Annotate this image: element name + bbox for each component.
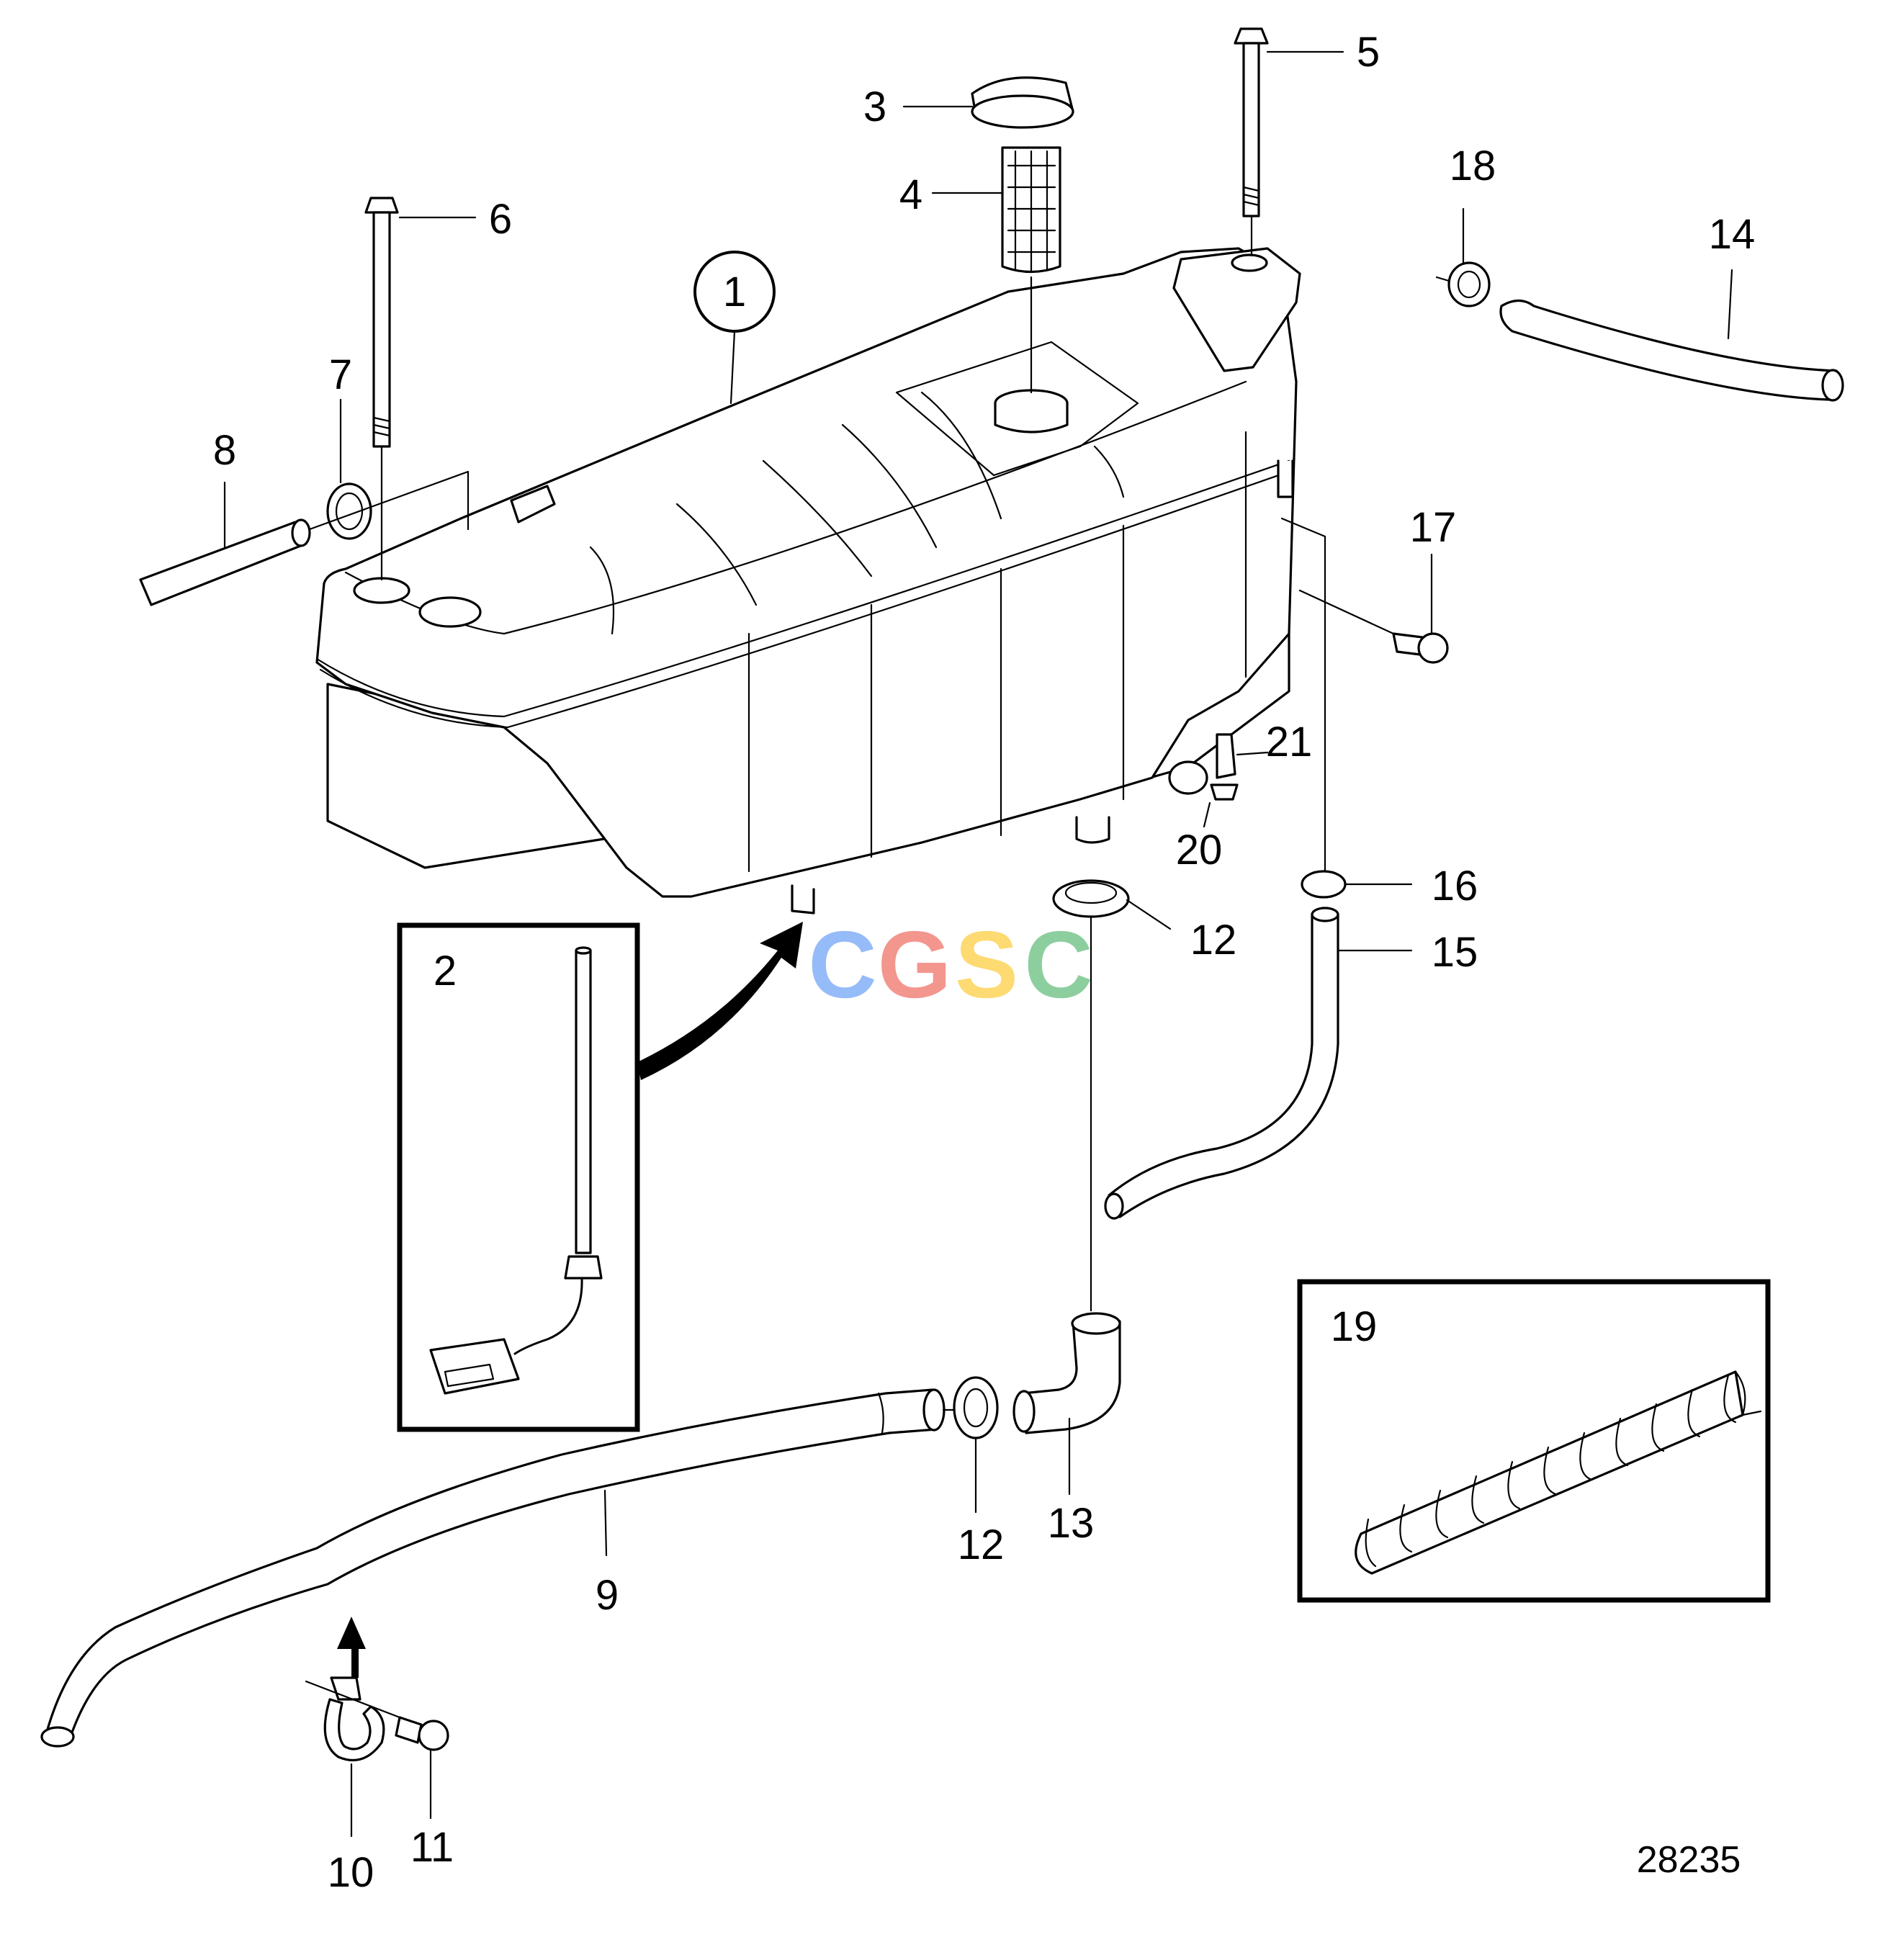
pipe-9 — [40, 1388, 946, 1748]
expansion-tank — [315, 247, 1301, 914]
inset-level-sensor — [397, 922, 803, 1432]
filler-cap — [971, 76, 1074, 129]
screw-17 — [1392, 632, 1449, 664]
label-19: 19 — [1331, 1303, 1378, 1350]
watermark-letter-s: S — [955, 912, 1018, 1017]
hose-clamp-12-upper — [1052, 879, 1130, 918]
label-4: 4 — [899, 171, 922, 218]
reference-number: 28235 — [1637, 1839, 1741, 1881]
label-3: 3 — [863, 84, 886, 130]
watermark-letter-g: G — [878, 912, 952, 1017]
label-12-upper: 12 — [1190, 917, 1237, 963]
label-21: 21 — [1266, 719, 1313, 765]
label-12-lower: 12 — [958, 1522, 1005, 1568]
label-11: 11 — [410, 1824, 454, 1871]
hose-clamp-16 — [1301, 870, 1347, 899]
label-8: 8 — [213, 427, 236, 474]
label-13: 13 — [1048, 1500, 1095, 1547]
watermark-letter-c2: C — [1024, 912, 1092, 1017]
label-10: 10 — [328, 1849, 374, 1896]
label-5: 5 — [1357, 29, 1380, 76]
bolt-5 — [1234, 27, 1269, 217]
bolt-6 — [364, 197, 399, 448]
screw-11 — [395, 1716, 449, 1751]
label-9: 9 — [596, 1572, 619, 1619]
label-20: 20 — [1176, 827, 1223, 873]
arrow-to-pipe — [337, 1617, 366, 1678]
inset-spiral-wrap — [1297, 1279, 1771, 1603]
hose-clamp-12-lower — [953, 1376, 999, 1439]
label-18: 18 — [1450, 143, 1496, 189]
label-1: 1 — [723, 269, 746, 315]
label-7: 7 — [329, 351, 352, 398]
callout-circle-1 — [693, 251, 776, 333]
watermark-letter-c1: C — [808, 912, 876, 1017]
hose-8 — [139, 518, 311, 606]
hose-clamp-7 — [326, 482, 372, 540]
label-17: 17 — [1410, 504, 1457, 551]
label-14: 14 — [1709, 211, 1756, 258]
label-16: 16 — [1432, 863, 1478, 909]
strainer — [1001, 146, 1061, 274]
hose-15 — [1104, 907, 1339, 1220]
clip-10 — [323, 1676, 385, 1762]
hose-14 — [1499, 299, 1844, 402]
watermark-logo: C G S C — [808, 912, 1092, 1017]
label-15: 15 — [1432, 929, 1478, 976]
label-6: 6 — [489, 196, 512, 243]
hose-13 — [1012, 1312, 1121, 1434]
leader-lines — [223, 50, 1733, 1838]
label-2: 2 — [434, 948, 457, 994]
sensor-20-21 — [1168, 733, 1239, 801]
hose-clamp-18 — [1447, 261, 1491, 307]
